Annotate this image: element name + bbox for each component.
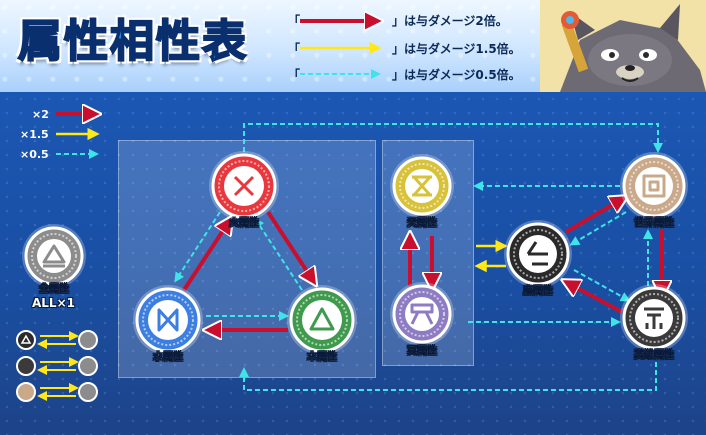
mascot-character xyxy=(540,0,706,92)
arrow-hero-to-demon-x2 xyxy=(566,282,623,314)
arrow-demon-to-hero-x05 xyxy=(573,269,631,302)
node-ring xyxy=(218,160,270,212)
node-underworld xyxy=(390,282,454,346)
key-label-x2: ×2 xyxy=(32,108,49,121)
node-ring xyxy=(31,233,77,279)
node-world xyxy=(620,152,688,220)
demon-icon xyxy=(526,241,548,266)
node-neutral xyxy=(22,224,86,288)
chart-background-pattern xyxy=(0,92,706,435)
underworld-icon xyxy=(410,303,434,325)
world-icon xyxy=(642,174,666,198)
legend-bracket-open: 「 xyxy=(288,14,301,28)
bowtie-icon xyxy=(157,308,179,332)
node-label-wood: 木属性 xyxy=(307,352,337,363)
key-label-x15: ×1.5 xyxy=(20,128,49,141)
legend-bracket-open: 「 xyxy=(288,68,301,82)
node-ring xyxy=(142,294,194,346)
node-label-world: 世界属性 xyxy=(634,218,674,229)
page-title: 属性相性表 xyxy=(17,15,248,68)
legend-arrows xyxy=(300,21,378,79)
neutral-example-row-1 xyxy=(16,330,98,350)
node-ring xyxy=(296,294,348,346)
node-core xyxy=(302,300,342,340)
node-demon xyxy=(504,220,572,288)
node-label-underworld: 冥属性 xyxy=(407,346,437,357)
node-water xyxy=(133,285,203,355)
arrow-water-to-fire-x2 xyxy=(182,220,230,292)
node-label-heaven: 天属性 xyxy=(407,218,437,229)
node-wood xyxy=(287,285,357,355)
node-label-demon: 魔属性 xyxy=(523,286,553,297)
key-label-x05: ×0.5 xyxy=(20,148,49,161)
legend-bracket-open: 「 xyxy=(288,42,301,56)
node-ring xyxy=(513,229,563,279)
legend-x2-text: 」は与ダメージ2倍。 xyxy=(392,14,508,28)
node-label-fire: 火属性 xyxy=(229,218,259,229)
legend-line-x15: 「 」は与ダメージ1.5倍。 xyxy=(288,40,521,57)
node-ring xyxy=(399,291,445,337)
arrow-fire-to-wood-x2 xyxy=(266,210,314,282)
legend-line-x2: 「 」は与ダメージ2倍。 xyxy=(288,12,508,29)
node-label-water: 水属性 xyxy=(153,352,183,363)
node-label-neutral: 全属性 xyxy=(39,284,69,295)
neutral-multiplier-label: ALL×1 xyxy=(32,296,75,310)
legend-line-x05: 「 」は与ダメージ0.5倍。 xyxy=(288,66,521,83)
neutral-example-row-2 xyxy=(16,356,98,376)
node-core xyxy=(635,167,673,205)
arrow-demon-to-world-x2 xyxy=(564,198,624,234)
node-ring xyxy=(399,163,445,209)
attribute-nodes xyxy=(22,151,688,355)
arrow-world-to-demon-x05 xyxy=(569,211,627,246)
node-label-hero: 英雄属性 xyxy=(634,350,674,361)
x-icon xyxy=(233,175,255,197)
hero-icon xyxy=(644,307,664,329)
arrow-basic-to-world-x05 xyxy=(243,123,663,153)
legend-x05-text: 」は与ダメージ0.5倍。 xyxy=(392,68,521,82)
chart-background xyxy=(0,92,706,435)
node-core xyxy=(37,239,71,273)
node-fire xyxy=(209,151,279,221)
node-ring xyxy=(629,161,679,211)
heaven-icon xyxy=(412,175,432,197)
triangle-icon xyxy=(309,307,335,331)
neutral-examples xyxy=(16,330,98,402)
key-arrows xyxy=(56,114,96,159)
arrow-wood-to-fire-x05 xyxy=(254,217,303,291)
node-ring xyxy=(629,293,679,343)
neutral-icon xyxy=(42,244,66,268)
legend-x15-text: 」は与ダメージ1.5倍。 xyxy=(392,42,521,56)
node-core xyxy=(405,297,439,331)
relationship-arrows xyxy=(174,123,663,391)
node-heaven xyxy=(390,154,454,218)
neutral-example-row-3 xyxy=(16,382,98,402)
node-hero xyxy=(620,284,688,352)
arrow-fire-to-water-x05 xyxy=(174,211,221,283)
arrow-hero-to-basic-x05 xyxy=(239,362,657,391)
